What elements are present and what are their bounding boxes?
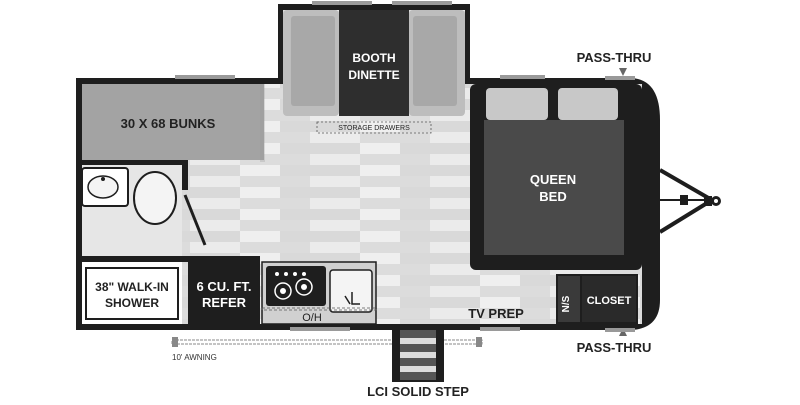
window-bottom-left xyxy=(290,327,350,331)
storage-drawers-label: STORAGE DRAWERS xyxy=(338,125,410,132)
window-slide-left xyxy=(312,1,372,5)
burner-1 xyxy=(274,282,292,300)
booth-dinette: BOOTH DINETTE STORAGE DRAWERS xyxy=(283,10,465,134)
bathroom xyxy=(81,165,207,257)
bunks: 30 X 68 BUNKS xyxy=(82,84,264,160)
awning-label: 10' AWNING xyxy=(172,353,217,362)
booth-label-1: BOOTH xyxy=(352,51,395,65)
bath-wall-side xyxy=(182,160,188,190)
bunks-label: 30 X 68 BUNKS xyxy=(121,116,216,131)
shower: 38" WALK-IN SHOWER xyxy=(82,262,182,324)
shower-wall xyxy=(76,256,260,262)
oh-label: O/H xyxy=(302,312,322,324)
window-bottom-right xyxy=(480,327,520,331)
refrigerator: 6 CU. FT. REFER xyxy=(188,262,260,324)
nightstand xyxy=(558,276,580,322)
closet-label: CLOSET xyxy=(587,295,632,307)
pillow-left xyxy=(486,88,548,120)
mattress xyxy=(484,120,624,255)
refer-label-2: REFER xyxy=(202,295,247,310)
entry-steps: LCI SOLID STEP xyxy=(367,330,469,399)
queen-label-1: QUEEN xyxy=(530,172,576,187)
pass-thru-bottom-label: PASS-THRU xyxy=(577,340,652,355)
shower-label-1: 38" WALK-IN xyxy=(95,280,169,294)
pass-thru-top-label: PASS-THRU xyxy=(577,50,652,65)
kitchen-sink xyxy=(329,269,373,313)
queen-bed: QUEEN BED xyxy=(470,84,642,270)
shower-label-2: SHOWER xyxy=(105,296,159,310)
awning: 10' AWNING xyxy=(171,337,483,362)
closet-area: N/S CLOSET xyxy=(556,274,638,324)
refer-label-1: 6 CU. FT. xyxy=(197,279,252,294)
window-top-right xyxy=(500,75,545,79)
window-top-left xyxy=(175,75,235,79)
hitch xyxy=(658,168,721,234)
tv-prep-label: TV PREP xyxy=(468,306,524,321)
sink-basin xyxy=(87,175,119,199)
burner-2 xyxy=(295,278,313,296)
bath-wall-top xyxy=(76,160,188,165)
ns-label: N/S xyxy=(561,295,572,312)
queen-label-2: BED xyxy=(539,189,566,204)
pass-thru-top-arrow xyxy=(619,68,627,76)
pillow-right xyxy=(558,88,618,120)
dinette-table xyxy=(339,10,409,116)
faucet-icon xyxy=(344,292,360,305)
kitchen-counter: O/H xyxy=(261,261,377,325)
storage-drawers-box xyxy=(316,121,432,134)
step-label: LCI SOLID STEP xyxy=(367,384,469,399)
bath-door xyxy=(183,194,207,246)
closet xyxy=(582,276,636,322)
window-slide-right xyxy=(392,1,452,5)
toilet xyxy=(133,171,177,225)
booth-label-2: DINETTE xyxy=(348,68,399,82)
